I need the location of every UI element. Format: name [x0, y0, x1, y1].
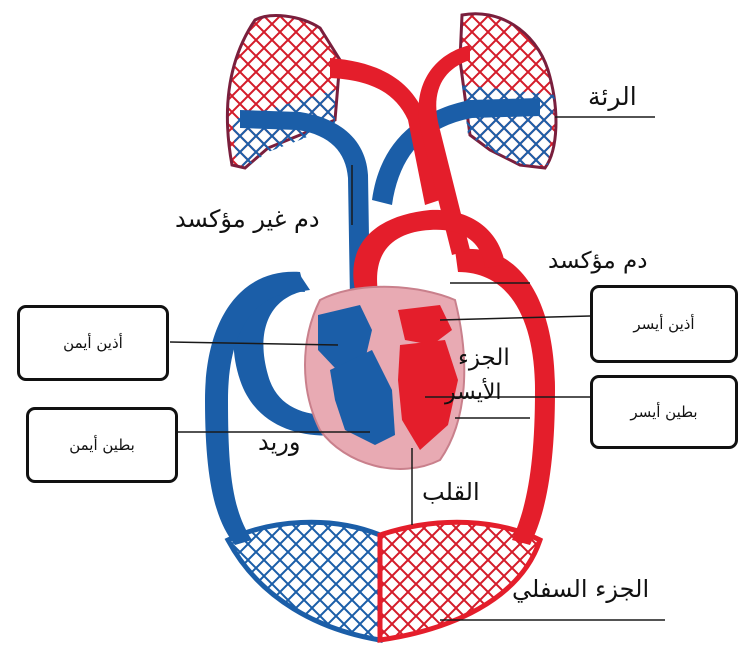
right-ventricle-box: بطين أيمن — [26, 407, 178, 483]
left-side-label-line1: الجزء — [458, 345, 510, 371]
right-atrium-box: أذين أيمن — [17, 305, 169, 381]
left-lung — [227, 16, 340, 168]
deoxygenated-blood-label: دم غير مؤكسد — [175, 205, 320, 233]
left-side-label-line2: الأيسر — [445, 380, 502, 405]
vein-label: وريد — [258, 428, 300, 456]
oxygenated-blood-label: دم مؤكسد — [548, 248, 648, 274]
aortic-arch — [353, 210, 505, 292]
right-lung — [460, 14, 556, 168]
left-ventricle-box: بطين أيسر — [590, 375, 738, 449]
heart — [305, 287, 464, 469]
left-atrium-box: أذين أيسر — [590, 285, 738, 363]
heart-label: القلب — [422, 478, 480, 506]
lower-body-capillaries — [228, 522, 540, 640]
lower-body-label: الجزء السفلي — [512, 575, 649, 603]
lung-label: الرئة — [588, 82, 637, 111]
